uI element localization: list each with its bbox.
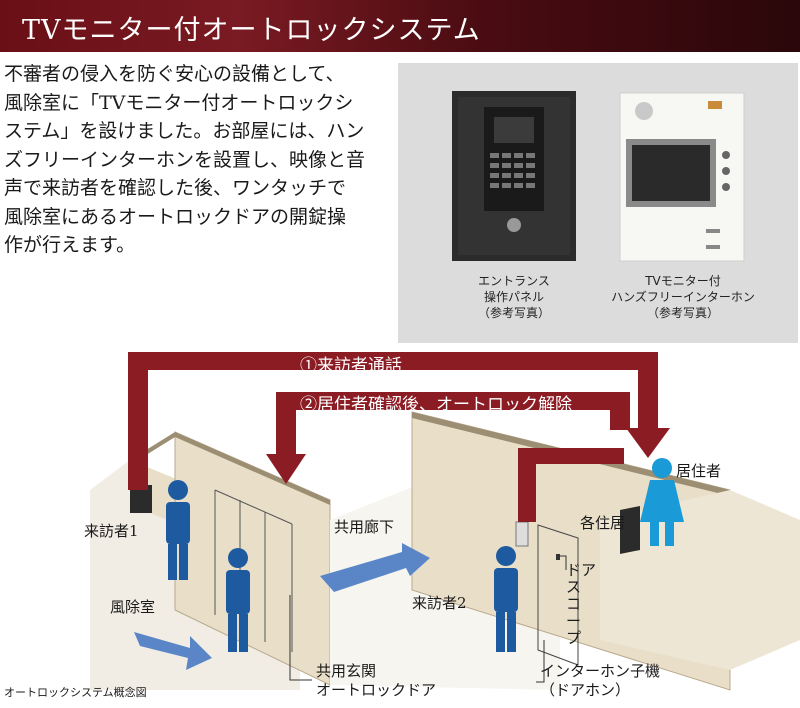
intro-line: 作が行えます。 xyxy=(4,234,136,256)
windbreak-arrow xyxy=(134,632,212,670)
resident-label: 居住者 xyxy=(676,462,722,480)
intercom-sub-line: インターホン子機 xyxy=(540,662,661,680)
leader-lines xyxy=(289,555,567,683)
reference-photo-panel: エントランス 操作パネル （参考写真） TVモニター付 ハンズフリーインターホン… xyxy=(398,63,798,343)
banner-title: TVモニター付オートロックシステム xyxy=(22,15,481,46)
visitor2-figure xyxy=(494,546,518,652)
each-unit-label: 各住居 xyxy=(580,514,626,532)
intro-line: ステム」を設けました。お部屋には、ハン xyxy=(4,120,365,142)
entrance-panel-caption: エントランス 操作パネル （参考写真） xyxy=(464,273,564,321)
caption-line: ハンズフリーインターホン xyxy=(611,290,755,304)
visitor2-label: 来訪者2 xyxy=(412,594,467,612)
wall-top-edge xyxy=(175,432,330,505)
caption-line: エントランス xyxy=(478,274,550,288)
entrance-door-line: 共用玄関 xyxy=(316,662,377,680)
arrow-door-intercom xyxy=(518,448,624,522)
door-scope-char: ス xyxy=(566,578,582,596)
arrow-visitor-call xyxy=(128,352,670,490)
entrance-panel-image xyxy=(452,91,576,261)
intercom-caption: TVモニター付 ハンズフリーインターホン （参考写真） xyxy=(608,273,758,321)
door-scope-icon xyxy=(556,554,560,560)
intercom-sub-line: （ドアホン） xyxy=(540,681,631,699)
door-intercom-device xyxy=(515,521,529,547)
intro-line: 声で来訪者を確認した後、ワンタッチで xyxy=(4,177,347,199)
entrance-door-line: オートロックドア xyxy=(316,681,437,699)
intercom-image xyxy=(619,92,745,262)
step2-label: ②居住者確認後、オートロック解除 xyxy=(300,395,572,415)
corridor-arrow xyxy=(320,543,430,592)
intro-line: ズフリーインターホンを設置し、映像と音 xyxy=(4,148,366,171)
door-scope-char: ドア xyxy=(566,561,597,579)
visitor1-label: 来訪者1 xyxy=(84,522,139,540)
resident-intercom-device xyxy=(620,506,640,554)
entrance-door-label: 共用玄関 オートロックドア xyxy=(316,662,436,700)
arrow-unlock xyxy=(266,392,630,484)
device-illustrations xyxy=(452,91,745,262)
door-scope-char: コ xyxy=(566,595,582,613)
intro-line: 風除室に「TVモニター付オートロックシ xyxy=(4,91,354,114)
visitor-figure xyxy=(226,548,250,652)
visitor1-figure xyxy=(166,480,190,580)
door-scope-char: プ xyxy=(566,629,582,647)
windbreak-room-label: 風除室 xyxy=(110,598,156,616)
door-scope-label: ドア ス コ ー プ xyxy=(566,562,596,647)
autolock-system-diagram: ①来訪者通話 ②居住者確認後、オートロック解除 来訪者1 来訪者2 居住者 各住… xyxy=(0,340,800,708)
caption-line: TVモニター付 xyxy=(645,274,721,288)
intro-line: 不審者の侵入を防ぐ安心の設備として、 xyxy=(4,63,345,85)
caption-line: 操作パネル xyxy=(483,290,544,304)
intro-text: 不審者の侵入を防ぐ安心の設備として、 風除室に「TVモニター付オートロックシ ス… xyxy=(4,60,386,260)
caption-line: （参考写真） xyxy=(477,306,550,320)
intercom-sub-label: インターホン子機 （ドアホン） xyxy=(540,662,660,700)
title-banner: TVモニター付オートロックシステム xyxy=(0,0,800,52)
concept-diagram-title: オートロックシステム概念図 xyxy=(4,686,147,699)
diagram-drawing xyxy=(90,352,800,691)
step1-label: ①来訪者通話 xyxy=(300,356,402,376)
door-scope-char: ー xyxy=(566,612,582,630)
resident-figure xyxy=(640,458,684,546)
unit-door xyxy=(537,524,579,666)
banner-background xyxy=(0,0,800,52)
corridor-label: 共用廊下 xyxy=(334,518,395,536)
intro-line: 風除室にあるオートロックドアの開錠操 xyxy=(4,205,347,228)
caption-line: （参考写真） xyxy=(646,306,719,320)
entrance-panel-device xyxy=(130,485,152,513)
